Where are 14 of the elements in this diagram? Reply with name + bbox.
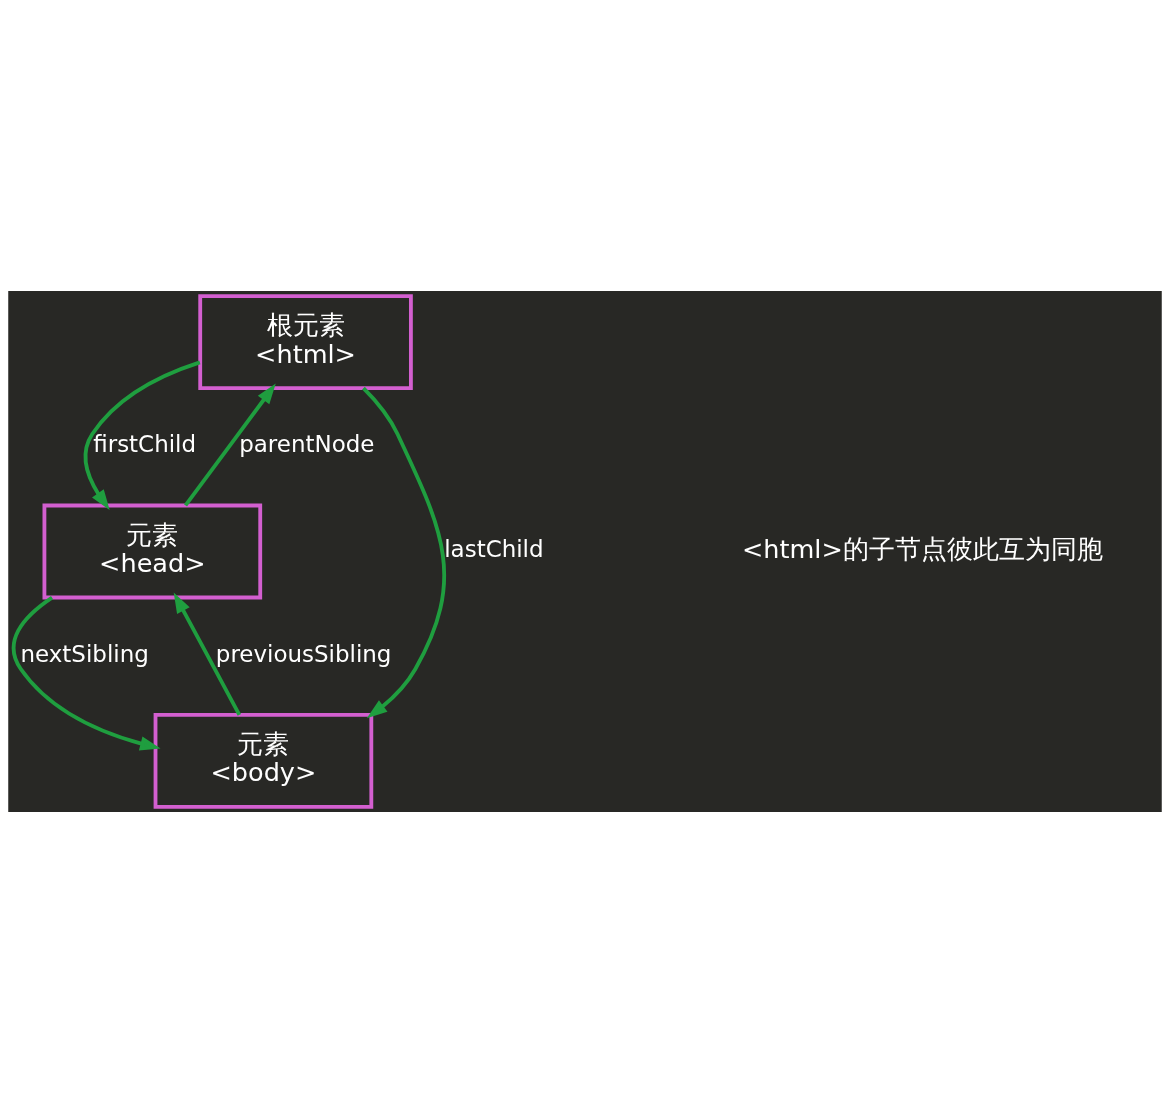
node-box: 元素 <head> [42,503,263,599]
arrow [83,360,201,510]
arrow [11,595,161,750]
node-box: 根元素 <html> [198,293,413,390]
node-box: 元素 <body> [153,712,374,809]
arrow [173,592,242,716]
label: <html>的子节点彼此互为同胞 [741,533,1103,564]
arrow [183,383,276,507]
edge-label: lastChild [444,535,544,562]
edge-label: firstChild [93,430,197,457]
edge-label: previousSibling [215,640,392,667]
arrow [362,386,447,718]
edge-label: nextSibling [20,640,149,667]
edge-label: parentNode [239,430,375,457]
